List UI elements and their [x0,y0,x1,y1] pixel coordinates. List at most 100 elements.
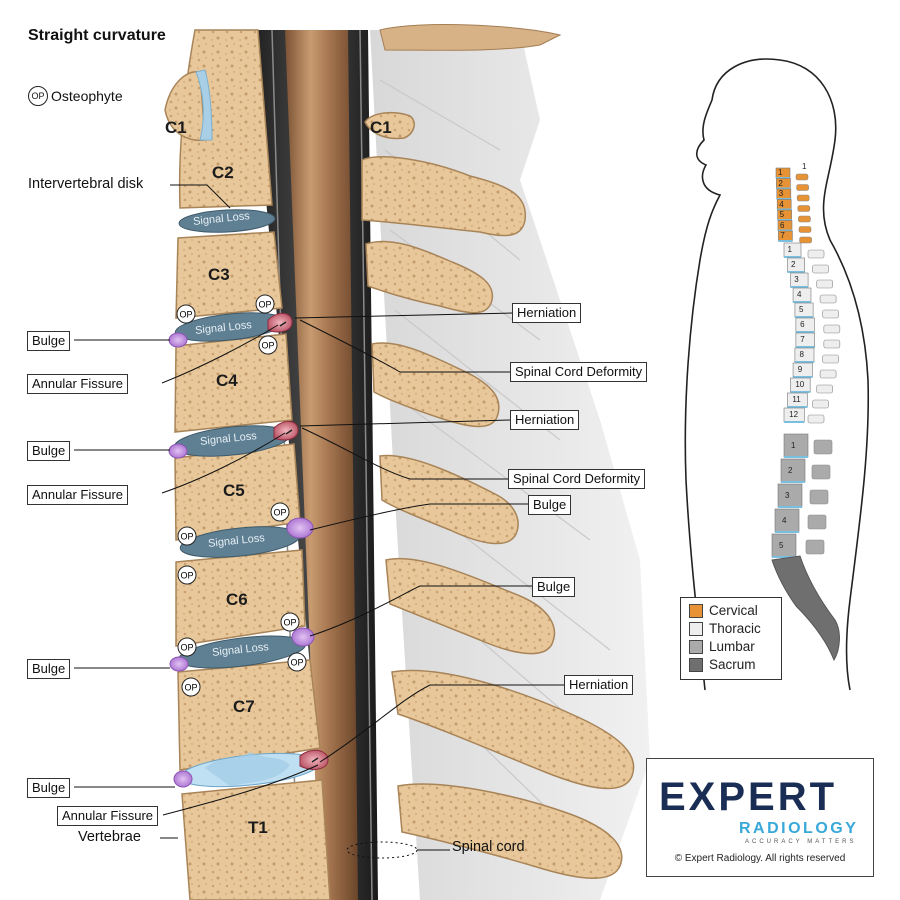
mini-spinous-process [812,399,829,409]
legend-label-lumbar: Lumbar [709,639,755,654]
mini-disk [794,361,815,363]
mini-spinous-process [816,279,833,289]
op-marker: OP [258,335,278,355]
mini-number-cervical-0: 1 [778,168,783,177]
vertebra-c3 [175,231,283,319]
mini-spinous-process [813,439,833,455]
mini-vertebra-lumbar-1 [780,458,806,483]
callout-lines [74,184,565,851]
callout-annular-fissure-c4c5: Annular Fissure [27,485,129,505]
svg-text:OP: OP [184,683,197,693]
mini-disk [777,219,792,221]
op-marker: OP [176,304,196,324]
intervertebral-disks [173,209,321,788]
svg-text:OP: OP [290,658,303,668]
callout-intervertebral-disk: Intervertebral disk [28,176,144,192]
lumbar-swatch [689,639,703,654]
callout-herniation-c3c4: Herniation [512,303,582,323]
mini-spinous-process [807,414,825,424]
callout-annular-fissure-c7t1: Annular Fissure [57,806,159,826]
logo-tagline: ACCURACY MATTERS [745,839,857,845]
mini-vertebra-thoracic-1 [787,257,805,273]
op-marker: OP [181,677,201,697]
op-marker: OP [177,565,197,585]
mini-number-thoracic-1: 2 [791,260,796,269]
sacrum-swatch [689,657,703,672]
mini-disk [778,506,802,508]
mini-vertebra-lumbar-3 [774,508,800,533]
spinal-cord [285,30,358,900]
mini-spinous-process [816,384,833,394]
mini-spinous-process [799,236,812,244]
op-marker: OP [280,612,300,632]
label-c4: C4 [216,371,238,390]
mini-vertebra-thoracic-7 [794,347,815,363]
mini-number-thoracic-10: 11 [792,395,801,404]
mini-vertebra-lumbar-2 [777,483,803,508]
callout-herniation-c7t1: Herniation [564,675,634,695]
svg-text:OP: OP [283,618,296,628]
mini-disk [778,240,793,242]
mini-number-cervical-1: 2 [778,178,783,188]
thoracic-swatch [689,621,703,636]
mini-spinous-process [819,294,837,304]
op-marker: OP [177,637,197,657]
mini-disk [790,391,811,393]
label-c5: C5 [223,481,245,500]
mini-disk [784,456,808,458]
posterior-elements [361,111,635,879]
callout-spinal-cord: Spinal cord [452,839,525,855]
mini-number-cervical-6: 7 [780,231,785,240]
callout-bulge-c6c7-posterior: Bulge [532,577,576,597]
mini-spine [771,167,841,662]
mini-vertebra-thoracic-4 [794,302,814,318]
body-silhouette [684,58,870,691]
mini-number-thoracic-6: 7 [800,335,805,344]
vertebra-t1 [181,779,331,900]
mini-spinous-process [796,194,810,202]
mini-vertebra-thoracic-6 [795,332,815,348]
mini-disk [787,271,805,273]
legend-label-thoracic: Thoracic [709,621,761,636]
callout-bulge-c3c4: Bulge [27,331,71,351]
bulges [168,332,315,788]
label-t1: T1 [248,818,268,837]
logo-name: EXPERT [659,775,838,819]
legend-item-sacrum: Sacrum [689,657,756,672]
callout-vertebrae: Vertebrae [78,829,141,845]
mini-number-thoracic-4: 5 [799,305,804,314]
mini-spinous-process [822,309,839,319]
mini-disk [776,187,791,190]
mini-disk [790,286,809,288]
mini-number-thoracic-11: 12 [789,410,799,419]
callout-spinal-cord-deformity-1: Spinal Cord Deformity [510,362,648,382]
osteophyte-symbol: OP [28,86,48,106]
mini-disk [795,346,815,348]
vertebral-bodies [164,29,331,900]
mini-spinous-process [812,264,829,274]
svg-text:OP: OP [180,532,193,542]
mini-number-thoracic-0: 1 [787,245,792,254]
legend-item-thoracic: Thoracic [689,621,761,636]
mini-disk [784,421,805,423]
svg-text:OP: OP [180,643,193,653]
mini-disk [784,256,801,258]
mini-spinous-process [797,205,811,212]
region-legend: Cervical Thoracic Lumbar Sacrum [680,597,782,680]
callout-bulge-c6c7: Bulge [27,659,71,679]
callout-annular-fissure-c3c4: Annular Fissure [27,374,129,394]
mini-number-thoracic-3: 4 [797,290,802,299]
diagram-title: Straight curvature [28,27,166,44]
mini-number-lumbar-2: 3 [785,490,790,500]
mini-number-thoracic-9: 10 [795,380,805,389]
mini-disk [793,301,811,303]
callout-herniation-c4c5: Herniation [510,410,580,430]
label-c1: C1 [165,118,187,137]
logo-subtitle: RADIOLOGY [739,820,859,837]
mini-number-lumbar-1: 2 [788,465,793,475]
mini-number-cervical-4: 5 [779,210,785,219]
mini-disk [775,531,799,533]
mini-disk [793,376,813,378]
mini-spinous-process [798,215,811,223]
legend-label-sacrum: Sacrum [709,657,756,672]
